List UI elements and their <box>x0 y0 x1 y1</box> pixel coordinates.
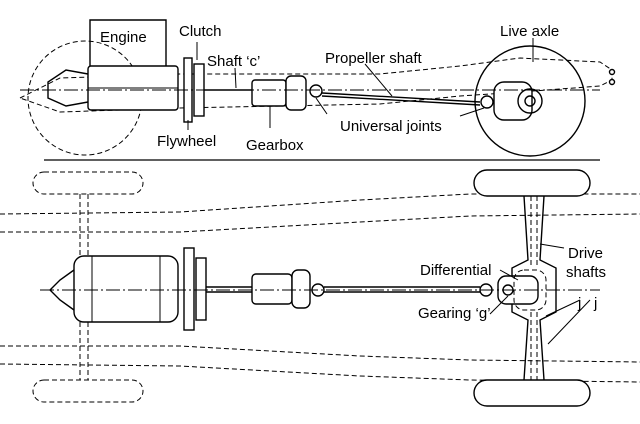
label-gearing-g: Gearing ‘g’ <box>418 305 491 322</box>
label-propeller-shaft: Propeller shaft <box>325 50 423 67</box>
engine-label-box <box>89 19 167 70</box>
plan-gearbox <box>251 273 293 305</box>
plan-clutch <box>195 257 207 321</box>
label-engine: Engine <box>100 29 147 46</box>
propeller-shaft <box>321 92 481 103</box>
plan-view <box>0 169 640 407</box>
universal-joint-front <box>309 84 323 98</box>
label-flywheel: Flywheel <box>157 133 216 150</box>
label-shaft-c: Shaft ‘c’ <box>207 53 260 70</box>
label-joint-j2: j <box>593 295 597 312</box>
gearbox <box>251 79 287 107</box>
label-live-axle: Live axle <box>500 23 559 40</box>
plan-rear-wheel-top <box>473 169 591 197</box>
label-drive-shafts-2: shafts <box>566 264 606 281</box>
label-joint-j1: j <box>577 295 581 312</box>
plan-rear-wheel-bottom <box>473 379 591 407</box>
plan-chassis-rail-bottom <box>0 345 640 363</box>
plan-flywheel <box>183 247 195 331</box>
label-clutch: Clutch <box>179 23 222 40</box>
label-differential: Differential <box>420 262 491 279</box>
plan-chassis-rail-top <box>0 193 640 215</box>
rear-wheel <box>474 45 586 157</box>
plan-front-wheel-bottom <box>32 379 144 403</box>
engine-nose <box>47 69 89 107</box>
label-universal-joints: Universal joints <box>340 118 442 135</box>
label-gearbox: Gearbox <box>246 137 304 154</box>
side-view <box>18 19 616 157</box>
plan-front-wheel-top <box>32 171 144 195</box>
plan-engine <box>73 255 179 323</box>
label-drive-shafts-1: Drive <box>568 245 603 262</box>
universal-joint-rear <box>480 95 494 109</box>
axle-housing <box>493 81 533 121</box>
